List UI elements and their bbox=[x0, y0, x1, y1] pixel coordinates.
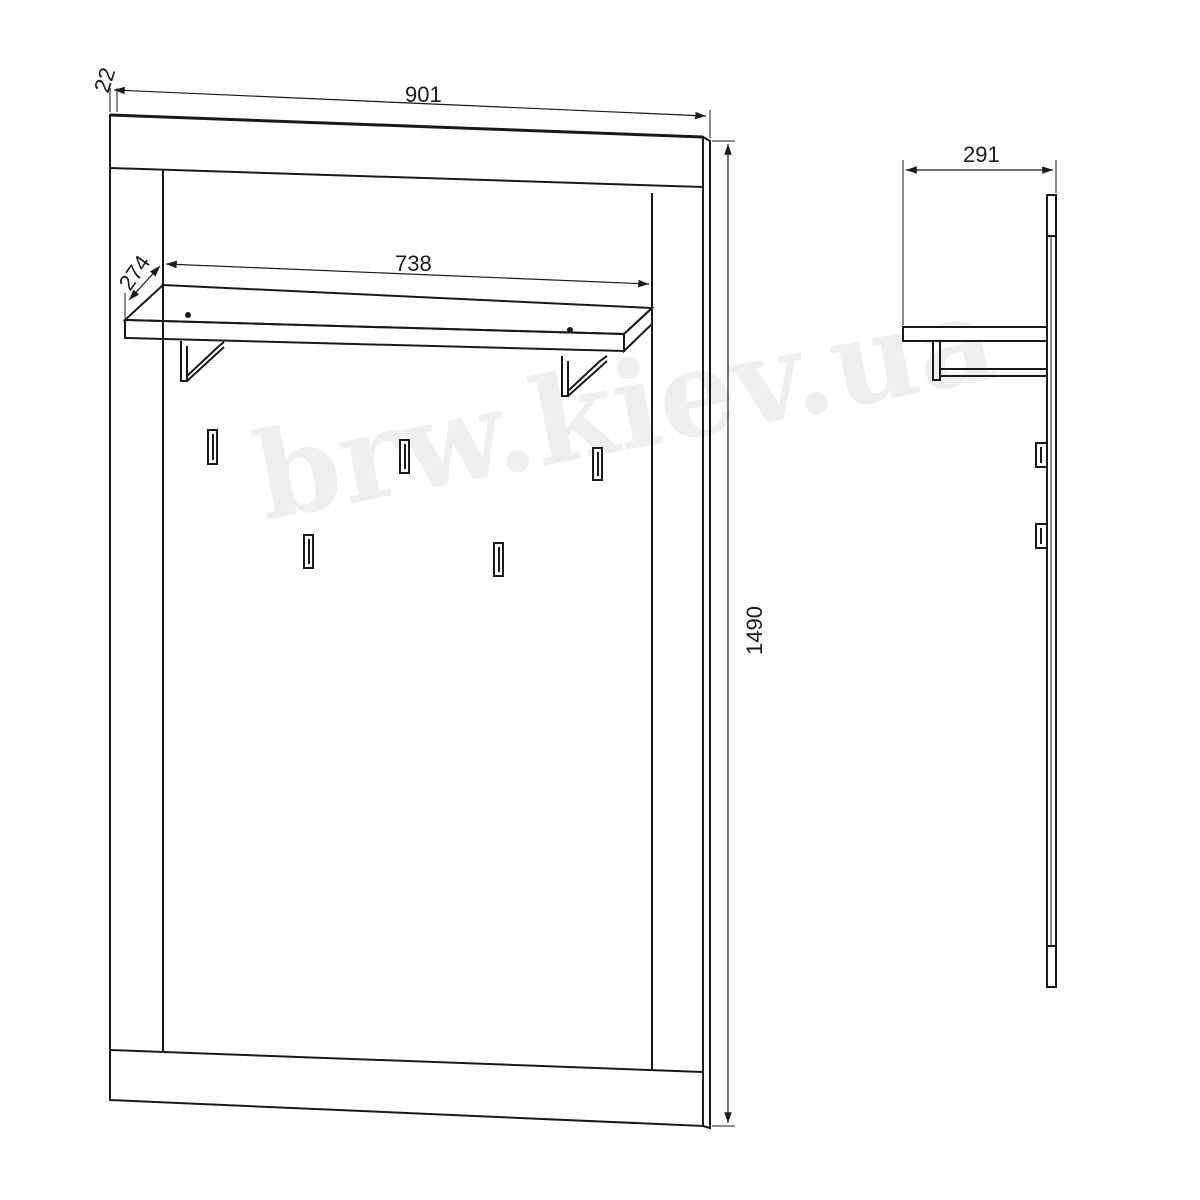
dimension-label-total-width: 901 bbox=[405, 82, 442, 107]
side-shelf-bracket bbox=[932, 341, 1047, 381]
side-hook-2 bbox=[1035, 523, 1048, 549]
dimension-1490: 1490 bbox=[712, 140, 767, 1127]
shelf-screw-right bbox=[567, 327, 573, 333]
hook-5 bbox=[493, 542, 504, 577]
shelf-bracket-left bbox=[180, 341, 225, 382]
dimension-label-side-depth: 291 bbox=[963, 142, 1000, 167]
dimension-label-total-height: 1490 bbox=[742, 606, 767, 655]
dimension-label-shelf-depth: 274 bbox=[114, 250, 156, 294]
watermark-text: brw.kiev.ua bbox=[244, 267, 1007, 548]
dimension-label-thickness: 22 bbox=[89, 65, 120, 96]
hook-2 bbox=[399, 439, 410, 474]
side-view bbox=[902, 194, 1057, 988]
side-shelf bbox=[902, 326, 1048, 342]
watermark: brw.kiev.ua bbox=[244, 267, 1007, 548]
dimension-label-shelf-width: 738 bbox=[395, 251, 432, 276]
shelf-front bbox=[124, 318, 625, 353]
hook-4 bbox=[303, 534, 314, 569]
side-hook-1 bbox=[1035, 442, 1048, 468]
top-rail-line bbox=[109, 167, 704, 188]
shelf-screw-left bbox=[185, 312, 191, 318]
bottom-rail-line bbox=[109, 1049, 704, 1073]
dimension-738: 738 bbox=[162, 251, 653, 306]
hook-3 bbox=[592, 447, 603, 481]
hook-1 bbox=[207, 429, 218, 465]
shelf bbox=[122, 283, 655, 354]
dimension-901: 901 bbox=[109, 82, 711, 138]
panel-top-edge bbox=[109, 113, 704, 139]
shelf-bracket-right bbox=[561, 355, 608, 397]
panel-edge-right bbox=[702, 135, 711, 1130]
dimension-22: 22 bbox=[89, 65, 120, 112]
shelf-side bbox=[623, 305, 653, 354]
dimension-291: 291 bbox=[902, 142, 1057, 325]
